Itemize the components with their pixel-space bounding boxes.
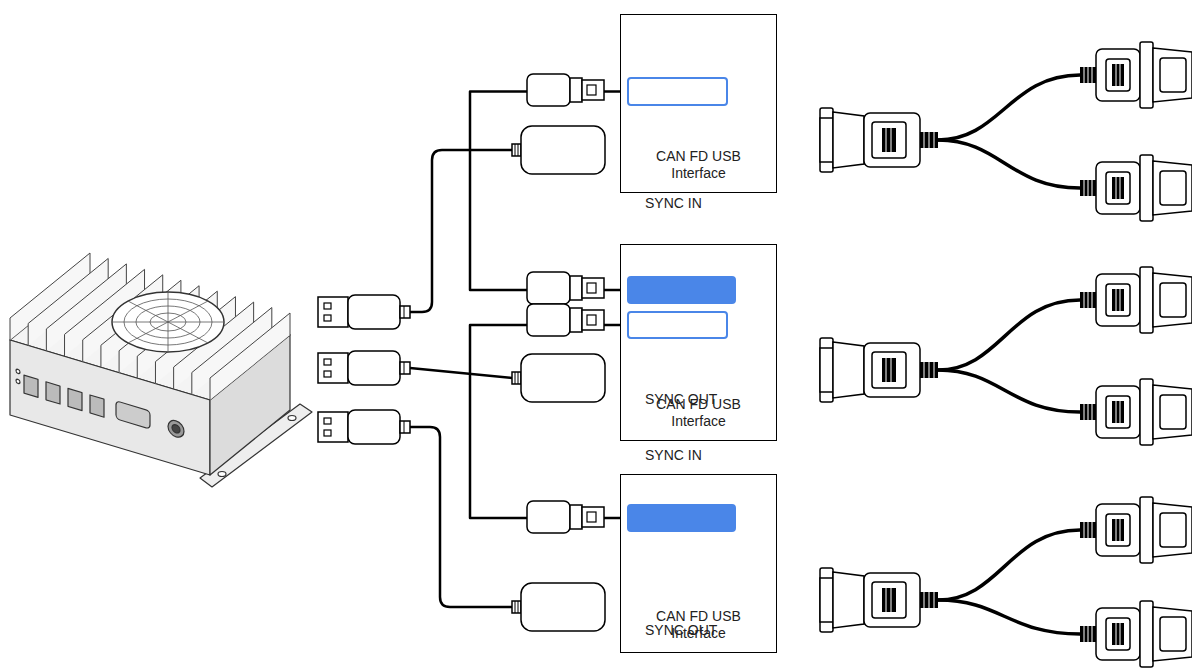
sync-plug — [527, 74, 604, 106]
interface-label: CAN FD USB Interface — [621, 608, 776, 642]
sync-plug — [527, 501, 604, 533]
sync-out-port: SYNC OUT — [627, 276, 736, 304]
sync-plug — [527, 272, 604, 304]
interface-box: SYNC IN CAN FD USB Interface — [620, 14, 777, 193]
db9-female — [820, 108, 938, 172]
sync-in-port: SYNC IN — [627, 311, 728, 339]
interface-box: SYNC OUT SYNC IN CAN FD USB Interface — [620, 244, 777, 441]
usb-a-plug — [318, 351, 410, 385]
usb-b-plug — [512, 126, 605, 174]
sync-plug — [527, 304, 604, 336]
interface-label: CAN FD USB Interface — [621, 396, 776, 430]
usb-b-plug — [512, 583, 605, 631]
interface-label: CAN FD USB Interface — [621, 148, 776, 182]
sync-out-port: SYNC OUT — [627, 504, 736, 532]
interface-box: SYNC OUT CAN FD USB Interface — [620, 474, 777, 653]
db9-male — [1080, 155, 1192, 221]
usb-a-plug — [318, 295, 410, 329]
port-label: SYNC IN — [637, 195, 710, 212]
db9-male — [1080, 42, 1192, 108]
usb-a-plug — [318, 410, 410, 444]
db9-male — [1080, 601, 1192, 667]
industrial-pc — [10, 253, 312, 487]
port-label: SYNC IN — [637, 447, 710, 464]
db9-female — [820, 568, 938, 632]
sync-in-port: SYNC IN — [627, 77, 728, 106]
db9-male — [1080, 379, 1192, 445]
sync-cable — [470, 325, 627, 518]
sync-cable — [470, 92, 627, 291]
db9-female — [820, 338, 938, 402]
can-y-cables — [938, 75, 1080, 634]
usb-cables — [410, 150, 512, 607]
db9-male — [1080, 267, 1192, 333]
db9-male — [1080, 497, 1192, 563]
usb-b-plug — [512, 354, 605, 402]
